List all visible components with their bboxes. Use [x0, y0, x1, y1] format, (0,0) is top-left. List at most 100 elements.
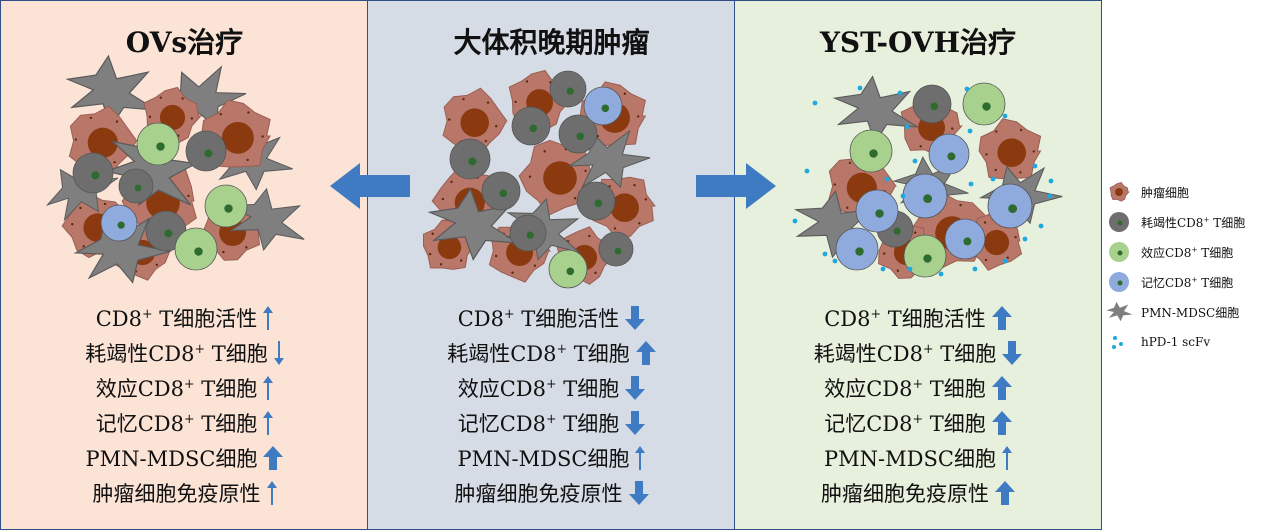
marker-row: PMN-MDSC细胞: [1, 441, 368, 475]
hpd1-scfv-icon: [1032, 163, 1038, 169]
marker-row: 耗竭性CD8+ T细胞: [368, 336, 735, 370]
legend-label: 记忆CD8+ T细胞: [1141, 274, 1234, 290]
marker-label: 耗竭性CD8+ T细胞: [447, 341, 630, 366]
arrow-up-icon: [263, 411, 274, 435]
marker-row: 耗竭性CD8+ T细胞: [735, 336, 1101, 370]
effector-cd8-cell-icon: [174, 227, 218, 271]
memory-cd8-cell-icon: [928, 133, 970, 175]
arrow-up-icon: [266, 481, 277, 505]
marker-label: 效应CD8+ T细胞: [95, 376, 258, 401]
marker-row: PMN-MDSC细胞: [735, 441, 1101, 475]
exhausted-cd8-cell-icon: [118, 168, 154, 204]
memory-cd8-cell-icon: [835, 227, 879, 271]
exhausted-cd8-cell-icon: [481, 171, 521, 211]
effector-cd8-cell-icon: [136, 122, 180, 166]
marker-row: 肿瘤细胞免疫原性: [735, 476, 1101, 510]
memory-cd8-cell-icon: [583, 86, 623, 126]
hpd1-scfv-icon: [792, 218, 798, 224]
marker-label: CD8+ T细胞活性: [457, 306, 620, 331]
hpd1-scfv-icon: [804, 168, 810, 174]
exhausted-cd8-cell-icon: [509, 214, 547, 252]
hpd1-scfv-icon: [880, 266, 886, 272]
hpd1-scfv-icon: [967, 128, 973, 134]
marker-label: 记忆CD8+ T细胞: [95, 411, 258, 436]
hpd1-scfv-icon: [900, 193, 906, 199]
arrow-up-icon: [635, 446, 646, 470]
hpd1-scfv-icon: [972, 266, 978, 272]
hpd1-scfv-icon: [990, 176, 996, 182]
arrow-down-icon: [625, 376, 646, 400]
arrow-up-icon: [991, 376, 1012, 400]
memory-cd8-icon: [1109, 272, 1129, 292]
memory-cd8-cell-icon: [987, 183, 1033, 229]
marker-label: 效应CD8+ T细胞: [824, 376, 986, 401]
cell-cluster-illustration: [45, 54, 305, 284]
marker-label: 效应CD8+ T细胞: [457, 376, 620, 401]
marker-row: 效应CD8+ T细胞: [1, 371, 368, 405]
marker-row: 效应CD8+ T细胞: [368, 371, 735, 405]
arrow-down-icon: [628, 481, 649, 505]
exhausted-cd8-cell-icon: [558, 114, 598, 154]
hpd1-scfv-icon: [1002, 258, 1008, 264]
arrow-up-icon: [263, 376, 274, 400]
hpd1-scfv-icon: [1047, 193, 1053, 199]
effector-cd8-cell-icon: [849, 129, 893, 173]
arrow-up-icon: [1001, 446, 1012, 470]
marker-label: 耗竭性CD8+ T细胞: [85, 341, 268, 366]
effector-cd8-cell-icon: [903, 234, 947, 278]
marker-label: CD8+ T细胞活性: [824, 306, 986, 331]
marker-row: 记忆CD8+ T细胞: [735, 406, 1101, 440]
memory-cd8-cell-icon: [902, 173, 948, 219]
hpd1-scfv-icon: [1002, 113, 1008, 119]
exhausted-cd8-cell-icon: [449, 138, 491, 180]
legend-item-exhausted-cd8: 耗竭性CD8+ T细胞: [1105, 210, 1245, 234]
memory-cd8-cell-icon: [855, 189, 899, 233]
hpd1-scfv-icon: [897, 90, 903, 96]
arrow-up-icon: [263, 306, 274, 330]
legend-item-pmn-mdsc: PMN-MDSC细胞: [1105, 300, 1239, 324]
marker-label: PMN-MDSC细胞: [85, 447, 258, 471]
panel-yst-ovh-treatment: YST-OVH治疗 CD8+ T细胞活性耗竭性CD8+ T细胞效应CD8+ T细…: [734, 0, 1102, 530]
effector-cd8-cell-icon: [962, 82, 1006, 126]
hpd1-scfv-icon: [907, 266, 913, 272]
marker-row: CD8+ T细胞活性: [735, 301, 1101, 335]
tumor-cell-icon: [518, 139, 594, 216]
exhausted-cd8-cell-icon: [511, 106, 551, 146]
marker-row: 记忆CD8+ T细胞: [368, 406, 735, 440]
legend-label: 肿瘤细胞: [1141, 185, 1190, 200]
marker-label: 记忆CD8+ T细胞: [457, 411, 620, 436]
arrow-up-icon: [991, 411, 1012, 435]
arrow-down-icon: [625, 411, 646, 435]
marker-row: CD8+ T细胞活性: [368, 301, 735, 335]
marker-label: 肿瘤细胞免疫原性: [454, 482, 623, 506]
marker-label: 肿瘤细胞免疫原性: [92, 482, 261, 506]
marker-row: 耗竭性CD8+ T细胞: [1, 336, 368, 370]
exhausted-cd8-cell-icon: [576, 181, 616, 221]
legend-label: 效应CD8+ T细胞: [1141, 244, 1234, 260]
hpd1-scfv-icon: [884, 176, 890, 182]
panel-title: YST-OVH治疗: [819, 26, 1017, 59]
panel-advanced-tumor: 大体积晚期肿瘤 CD8+ T细胞活性耗竭性CD8+ T细胞效应CD8+ T细胞记…: [367, 0, 736, 530]
marker-label: 肿瘤细胞免疫原性: [821, 482, 989, 506]
panel-title: 大体积晚期肿瘤: [453, 26, 650, 59]
cell-cluster-illustration: [792, 75, 1063, 279]
effector-cd8-cell-icon: [204, 184, 248, 228]
arrow-up-icon: [263, 446, 284, 470]
legend-item-effector-cd8: 效应CD8+ T细胞: [1105, 240, 1233, 264]
legend-item-tumor-cell: 肿瘤细胞: [1105, 180, 1189, 204]
pmn-mdsc-cell-icon: [227, 187, 305, 252]
legend-item-memory-cd8: 记忆CD8+ T细胞: [1105, 270, 1233, 294]
arrow-down-icon: [273, 341, 284, 365]
marker-row: 肿瘤细胞免疫原性: [1, 476, 368, 510]
effector-cd8-cell-icon: [548, 249, 588, 289]
marker-label: 耗竭性CD8+ T细胞: [813, 341, 997, 366]
hpd1-scfv-icon: [912, 158, 918, 164]
legend-label: 耗竭性CD8+ T细胞: [1141, 214, 1246, 230]
arrow-down-icon: [625, 306, 646, 330]
legend-label: PMN-MDSC细胞: [1141, 305, 1240, 320]
hpd1-scfv-icon: [822, 251, 828, 257]
marker-label: 记忆CD8+ T细胞: [824, 411, 986, 436]
exhausted-cd8-cell-icon: [72, 152, 114, 194]
marker-row: 效应CD8+ T细胞: [735, 371, 1101, 405]
tumor-cell-icon: [442, 87, 508, 155]
